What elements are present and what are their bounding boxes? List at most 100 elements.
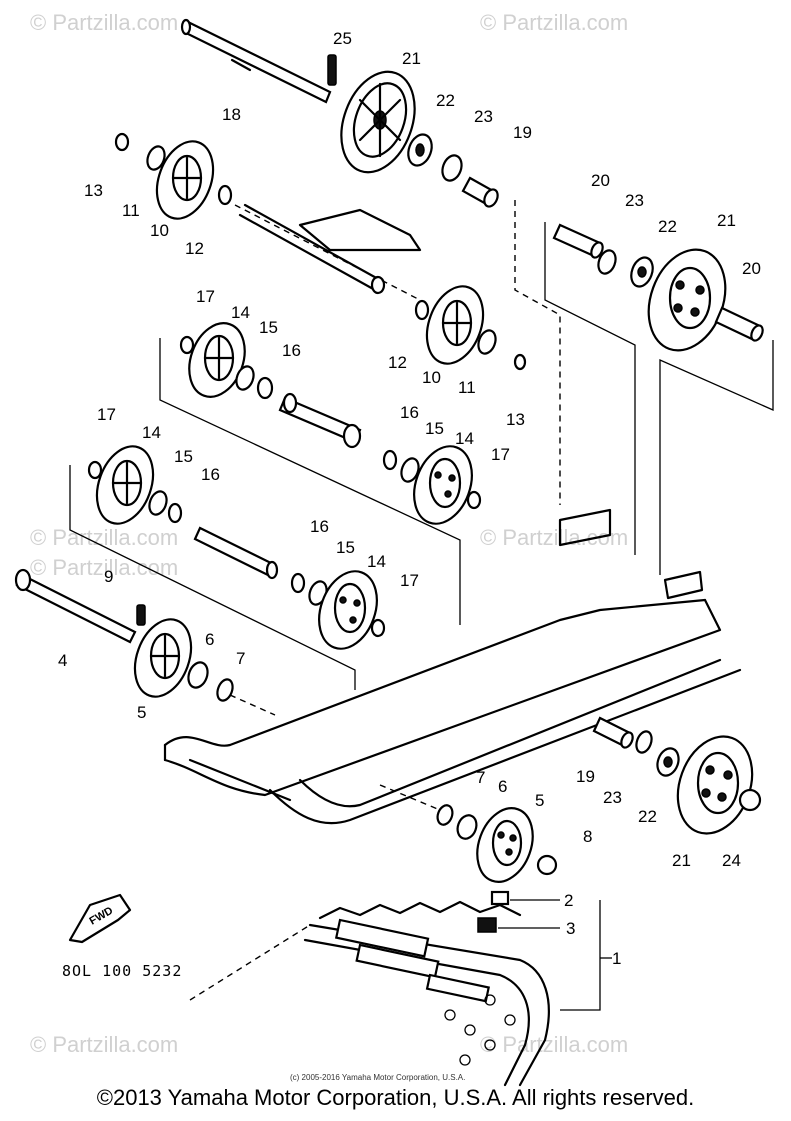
- nut-17-upper[interactable]: [179, 335, 195, 355]
- callout[interactable]: 17: [196, 287, 215, 306]
- spacer-19-top[interactable]: [461, 176, 500, 209]
- callout[interactable]: 17: [97, 405, 116, 424]
- bolt-9[interactable]: [136, 604, 146, 626]
- callout[interactable]: 19: [513, 123, 532, 142]
- idler-wheel-21-top[interactable]: [328, 62, 427, 183]
- callout[interactable]: 16: [400, 403, 419, 422]
- callout[interactable]: 5: [535, 791, 544, 810]
- idler-wheel-21-right[interactable]: [635, 239, 738, 361]
- callout[interactable]: 22: [436, 91, 455, 110]
- callout[interactable]: 5: [137, 703, 146, 722]
- bearing-22-right[interactable]: [627, 254, 656, 289]
- collar-12-mid[interactable]: [414, 299, 430, 321]
- nut-13-top[interactable]: [114, 132, 130, 152]
- callout[interactable]: 17: [491, 445, 510, 464]
- lower-short-shaft[interactable]: [193, 526, 279, 580]
- callout[interactable]: 24: [722, 851, 741, 870]
- wheel-14-upper[interactable]: [180, 315, 255, 404]
- collar-16-lower[interactable]: [290, 572, 306, 594]
- collar-12-top[interactable]: [217, 184, 233, 206]
- collar-23-lower[interactable]: [634, 729, 655, 754]
- callout[interactable]: 16: [310, 517, 329, 536]
- clip-3[interactable]: [477, 917, 497, 933]
- wheel-14-right[interactable]: [404, 438, 482, 532]
- callout[interactable]: 18: [222, 105, 241, 124]
- callout[interactable]: 22: [638, 807, 657, 826]
- callout[interactable]: 14: [455, 429, 474, 448]
- bearing-15-left[interactable]: [146, 489, 169, 517]
- collar-16-left[interactable]: [167, 502, 183, 524]
- spacer-19-lower[interactable]: [592, 716, 635, 749]
- wheel-5-left[interactable]: [125, 612, 201, 705]
- callout[interactable]: 12: [388, 353, 407, 372]
- track-assembly[interactable]: [189, 900, 550, 1087]
- callout[interactable]: 2: [564, 891, 573, 910]
- callout[interactable]: 13: [84, 181, 103, 200]
- bearing-6-lower[interactable]: [454, 813, 479, 842]
- collar-23-right[interactable]: [595, 248, 618, 276]
- collar-7-lower[interactable]: [435, 803, 455, 827]
- wheel-14-lower[interactable]: [309, 563, 387, 657]
- callout[interactable]: 4: [58, 651, 67, 670]
- upper-axle[interactable]: [180, 18, 332, 104]
- callout[interactable]: 9: [104, 567, 113, 586]
- callout[interactable]: 21: [672, 851, 691, 870]
- callout[interactable]: 6: [205, 630, 214, 649]
- callout[interactable]: 7: [236, 649, 245, 668]
- callout[interactable]: 20: [742, 259, 761, 278]
- wheel-14-left[interactable]: [87, 439, 163, 532]
- callout[interactable]: 15: [336, 538, 355, 557]
- idler-wheel-21-lower[interactable]: [665, 726, 765, 844]
- callout[interactable]: 11: [122, 201, 140, 220]
- callout[interactable]: 23: [603, 788, 622, 807]
- callout[interactable]: 15: [174, 447, 193, 466]
- wheel-5-lower[interactable]: [468, 800, 543, 889]
- callout[interactable]: 14: [367, 552, 386, 571]
- callout[interactable]: 11: [458, 378, 476, 397]
- bearing-6-left[interactable]: [185, 660, 211, 691]
- bearing-15-upper[interactable]: [233, 364, 256, 392]
- bearing-11-top[interactable]: [144, 144, 167, 172]
- collar-23-top[interactable]: [439, 153, 465, 184]
- nut-8[interactable]: [536, 854, 558, 876]
- callout[interactable]: 17: [400, 571, 419, 590]
- callout[interactable]: 10: [422, 368, 441, 387]
- callout[interactable]: 21: [717, 211, 736, 230]
- callout[interactable]: 20: [591, 171, 610, 190]
- callout[interactable]: 19: [576, 767, 595, 786]
- cap-24[interactable]: [738, 788, 762, 812]
- collar-16-right[interactable]: [382, 449, 398, 471]
- bearing-22-top[interactable]: [404, 131, 436, 169]
- callout[interactable]: 23: [625, 191, 644, 210]
- bearing-11-mid[interactable]: [475, 328, 498, 356]
- callout[interactable]: 14: [142, 423, 161, 442]
- callout[interactable]: 21: [402, 49, 421, 68]
- callout[interactable]: 6: [498, 777, 507, 796]
- callout[interactable]: 16: [282, 341, 301, 360]
- callout[interactable]: 22: [658, 217, 677, 236]
- clip-2[interactable]: [490, 890, 510, 906]
- bearing-22-lower[interactable]: [654, 745, 682, 778]
- callout[interactable]: 25: [333, 29, 352, 48]
- spacer-20-right[interactable]: [714, 306, 765, 342]
- callout[interactable]: 12: [185, 239, 204, 258]
- wheel-10-top[interactable]: [147, 134, 223, 227]
- nut-17-left[interactable]: [87, 460, 103, 480]
- callout[interactable]: 1: [612, 949, 621, 968]
- callout[interactable]: 15: [259, 318, 278, 337]
- collar-7-left[interactable]: [215, 677, 236, 702]
- collar-16-upper[interactable]: [256, 376, 274, 400]
- callout[interactable]: 16: [201, 465, 220, 484]
- nut-13-mid[interactable]: [513, 353, 527, 371]
- nut-17-right[interactable]: [466, 490, 482, 510]
- callout[interactable]: 14: [231, 303, 250, 322]
- middle-shaft[interactable]: [278, 392, 362, 449]
- callout[interactable]: 23: [474, 107, 493, 126]
- nut-17-lower[interactable]: [370, 618, 386, 638]
- rear-axle[interactable]: [14, 568, 137, 644]
- spacer-20-left[interactable]: [552, 223, 605, 259]
- bearing-15-right[interactable]: [398, 456, 421, 484]
- callout[interactable]: 13: [506, 410, 525, 429]
- callout[interactable]: 7: [476, 768, 485, 787]
- callout[interactable]: 8: [583, 827, 592, 846]
